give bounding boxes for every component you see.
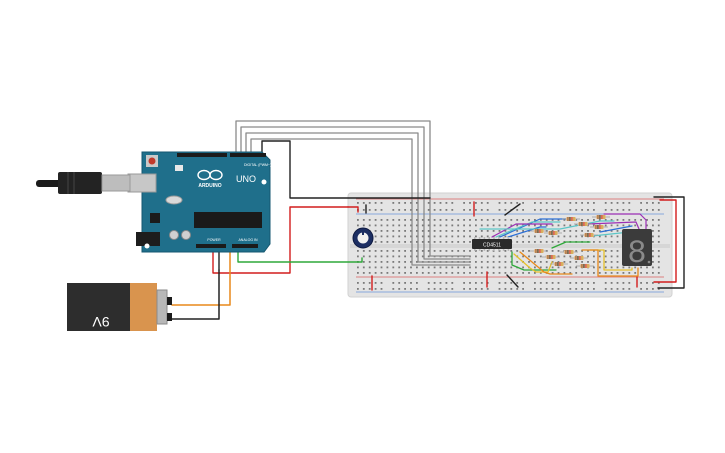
analog-label: ANALOG IN [238,238,258,242]
usb-port [127,173,157,193]
resistor[interactable] [542,255,560,259]
arduino-uno-board[interactable]: ARDUINO UNO DIGITAL (PWM~) POWER ANALOG … [127,151,271,253]
crystal [165,195,183,205]
chip-label: CD4511 [483,243,501,249]
resistor[interactable] [530,229,548,233]
mounting-hole-1 [144,243,150,249]
wire-orange-battery[interactable] [171,251,231,306]
resistor[interactable] [570,256,588,260]
resistor[interactable] [544,231,562,235]
digital-header-left [177,153,227,157]
chip-pins [474,237,510,251]
resistor[interactable] [580,233,598,237]
digital-header-right [230,153,266,157]
battery-copper-band [130,283,157,331]
wire-orange-3[interactable] [581,249,639,277]
wire-yellow-2[interactable] [589,249,633,271]
wire-red-5v-end[interactable] [347,206,359,213]
battery-terminal-neg [167,313,172,321]
battery-voltage-label: 9V [92,314,110,330]
usb-cable-wire [36,180,64,187]
microcontroller-chip [194,212,262,228]
potentiometer[interactable] [352,227,374,249]
potentiometer-knob[interactable] [357,232,369,244]
wire-red-5v[interactable] [212,206,349,274]
power-jack [136,232,160,246]
wires [171,120,685,320]
power-label: POWER [207,238,221,242]
resistor[interactable] [574,222,592,226]
wire-purple-2[interactable] [603,213,647,233]
jumper-black-2[interactable] [506,274,519,288]
arduino-logo [197,169,223,181]
resistor[interactable] [550,262,568,266]
wire-gray-1[interactable] [235,120,471,257]
analog-header [232,244,258,248]
capacitor-1 [169,230,179,240]
battery-terminal-cap [156,289,168,325]
display-digit: 8 [627,235,646,272]
wire-teal-1[interactable] [495,221,561,238]
resistors [530,215,610,268]
wire-black-gnd-top[interactable] [261,140,431,199]
battery-9v[interactable]: 9V [67,283,172,331]
mounting-hole-2 [261,179,267,185]
digital-label: DIGITAL (PWM~) [244,163,271,167]
wire-green-2[interactable] [511,251,557,271]
wire-black-battery[interactable] [171,269,220,320]
model-text: UNO [236,174,256,184]
wire-purple-1[interactable] [491,223,553,238]
wire-green-a0[interactable] [237,251,363,263]
wire-black-rail-jumper[interactable] [653,196,685,289]
resistor[interactable] [530,249,548,253]
wire-blue-3[interactable] [599,225,633,233]
usb-cable[interactable] [36,172,131,194]
wire-blue-2[interactable] [507,226,547,238]
potentiometer-indicator [362,230,364,235]
resistor[interactable] [576,264,594,268]
resistor[interactable] [590,225,608,229]
decoder-chip[interactable]: CD4511 [472,237,512,251]
resistor[interactable] [592,215,610,219]
decimal-point [647,260,651,264]
wire-gray-4[interactable] [250,138,471,266]
brand-text: ARDUINO [198,183,221,189]
wire-blue-1[interactable] [499,218,567,238]
resistor[interactable] [562,217,580,221]
voltage-regulator [150,213,160,223]
wire-red-rail-jumper[interactable] [653,199,677,283]
wire-gray-2[interactable] [240,126,471,260]
power-header [196,244,226,248]
usb-plug-body [58,172,102,194]
capacitor-2 [181,230,191,240]
reset-button[interactable] [148,157,156,165]
wire-yellow-1[interactable] [513,253,553,273]
seven-segment-display[interactable]: 8 [622,229,652,272]
wire-orange-2[interactable] [519,251,573,275]
wire-green-3[interactable] [551,241,591,249]
resistor[interactable] [560,250,578,254]
tx-led-block [175,165,183,171]
jumper-black-3[interactable] [504,203,521,216]
battery-terminal-pos [167,297,172,305]
wire-gray-3[interactable] [245,132,471,263]
usb-plug-metal [101,174,131,192]
